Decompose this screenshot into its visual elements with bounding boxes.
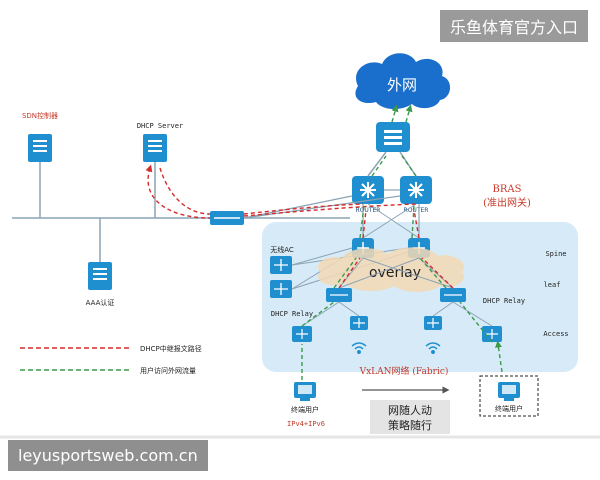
dhcp-relay-left-label: DHCP Relay	[271, 310, 313, 318]
sdn-controller-server-icon	[28, 134, 52, 162]
router-left-icon	[352, 176, 384, 204]
spine-label: Spine	[545, 250, 566, 258]
access-label: Access	[543, 330, 568, 338]
ipv4v6-label: IPv4+IPv6	[287, 420, 325, 428]
wifi-icon-right	[425, 342, 441, 354]
slogan-line1: 网随人动	[388, 403, 432, 417]
sdn-controller-label: SDN控制器	[22, 111, 58, 120]
dhcp-relay-path	[145, 164, 454, 289]
legend-label-traffic: 用户访问外网流量	[140, 366, 196, 375]
wireless-ac-label: 无线AC	[270, 245, 294, 254]
router-right-icon	[400, 176, 432, 204]
core-switch-icon	[210, 211, 244, 225]
access-node-4	[482, 326, 502, 342]
overlay-label: overlay	[369, 265, 421, 281]
user-traffic-path	[301, 104, 503, 380]
leaf-label: leaf	[544, 281, 561, 289]
terminal-right-box	[479, 375, 539, 417]
terminal-right-label: 终端用户	[495, 404, 523, 413]
overlay-cloud	[318, 247, 464, 292]
terminal-left-label: 终端用户	[291, 405, 319, 414]
access-node-2	[350, 316, 368, 330]
cloud-label: 外网	[387, 76, 417, 94]
access-node-3	[424, 316, 442, 330]
wireless-ac-icon-2	[270, 280, 292, 298]
vxlan-label: VxLAN网络 (Fabric)	[359, 365, 449, 377]
internet-cloud	[355, 53, 451, 110]
dhcp-server-icon	[143, 134, 167, 162]
bras-subtitle: (准出网关)	[483, 196, 531, 209]
legend-label-dhcp: DHCP中继报文路径	[140, 344, 202, 353]
terminal-left-icon	[294, 382, 316, 401]
leaf-node-right	[440, 288, 466, 302]
legend: DHCP中继报文路径 用户访问外网流量	[20, 344, 202, 375]
firewall-device	[376, 122, 410, 152]
dhcp-relay-right-label: DHCP Relay	[483, 297, 525, 305]
terminal-right-icon	[498, 382, 520, 401]
router-left-label: ROUTER	[356, 207, 381, 214]
leaf-node-left	[326, 288, 352, 302]
slogan-box	[370, 400, 450, 434]
slogan-line2: 策略随行	[388, 418, 432, 432]
aaa-label: AAA认证	[86, 298, 115, 307]
router-right-label: ROUTER	[404, 207, 429, 214]
dhcp-server-label: DHCP Server	[137, 122, 183, 130]
watermark-top[interactable]: 乐鱼体育官方入口	[439, 10, 588, 42]
bras-label: BRAS	[493, 184, 522, 195]
watermark-bottom[interactable]: leyusportsweb.com.cn	[8, 440, 208, 471]
aaa-server-icon	[88, 262, 112, 290]
wifi-icon-left	[351, 342, 367, 354]
wireless-ac-icon-1	[270, 256, 292, 274]
access-node-1	[292, 326, 312, 342]
